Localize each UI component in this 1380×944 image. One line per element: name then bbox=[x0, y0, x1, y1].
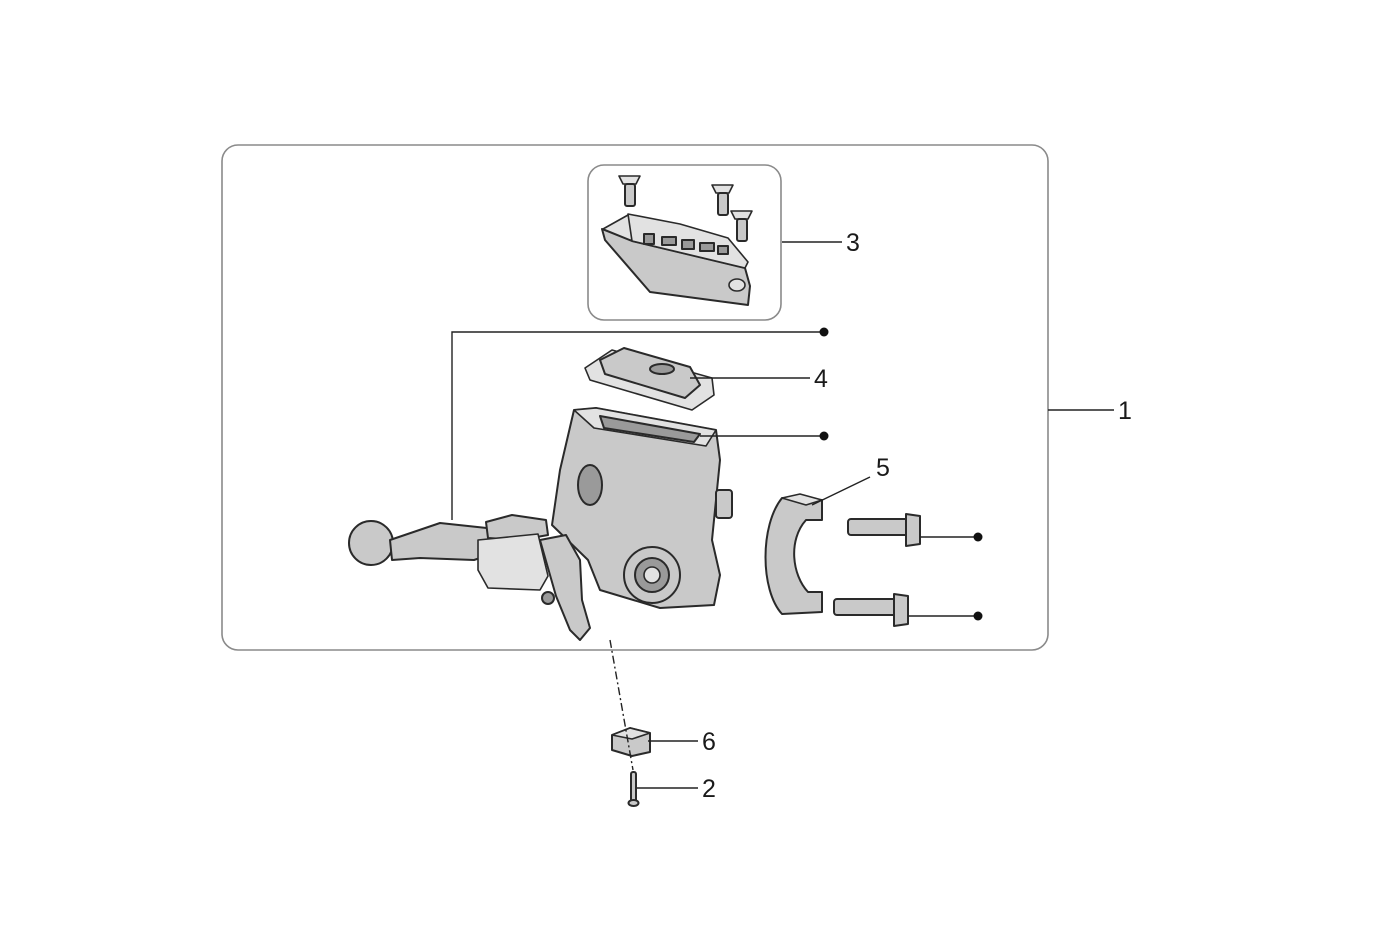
callout-4: 4 bbox=[814, 365, 828, 393]
callout-6: 6 bbox=[702, 728, 716, 756]
master-cylinder-body bbox=[551, 407, 733, 609]
callout-5: 5 bbox=[876, 454, 890, 482]
dot-bolt-lower bbox=[973, 611, 983, 621]
clamp-bolt-lower bbox=[833, 593, 909, 627]
clamp-bolt-upper bbox=[847, 513, 921, 547]
dot-bolt-upper bbox=[973, 532, 983, 542]
leader-5 bbox=[811, 476, 871, 506]
cover-screw-1 bbox=[618, 175, 641, 207]
cover-screw-3 bbox=[730, 210, 753, 242]
assembly-frame bbox=[221, 144, 1049, 651]
reservoir-cover bbox=[601, 213, 751, 306]
pivot-bushing bbox=[611, 727, 651, 757]
brake-lever bbox=[348, 514, 591, 641]
reservoir-diaphragm bbox=[584, 347, 715, 411]
dot-body bbox=[819, 431, 829, 441]
cover-kit-frame bbox=[587, 164, 782, 321]
callout-2: 2 bbox=[702, 775, 716, 803]
leader-lever bbox=[451, 331, 824, 520]
handlebar-clamp bbox=[764, 493, 823, 615]
callout-3: 3 bbox=[846, 229, 860, 257]
cover-screw-2 bbox=[711, 184, 734, 216]
callout-1: 1 bbox=[1118, 397, 1132, 425]
pivot-pin bbox=[627, 771, 640, 807]
dot-lever bbox=[819, 327, 829, 337]
assembly-axis-line bbox=[609, 639, 634, 771]
